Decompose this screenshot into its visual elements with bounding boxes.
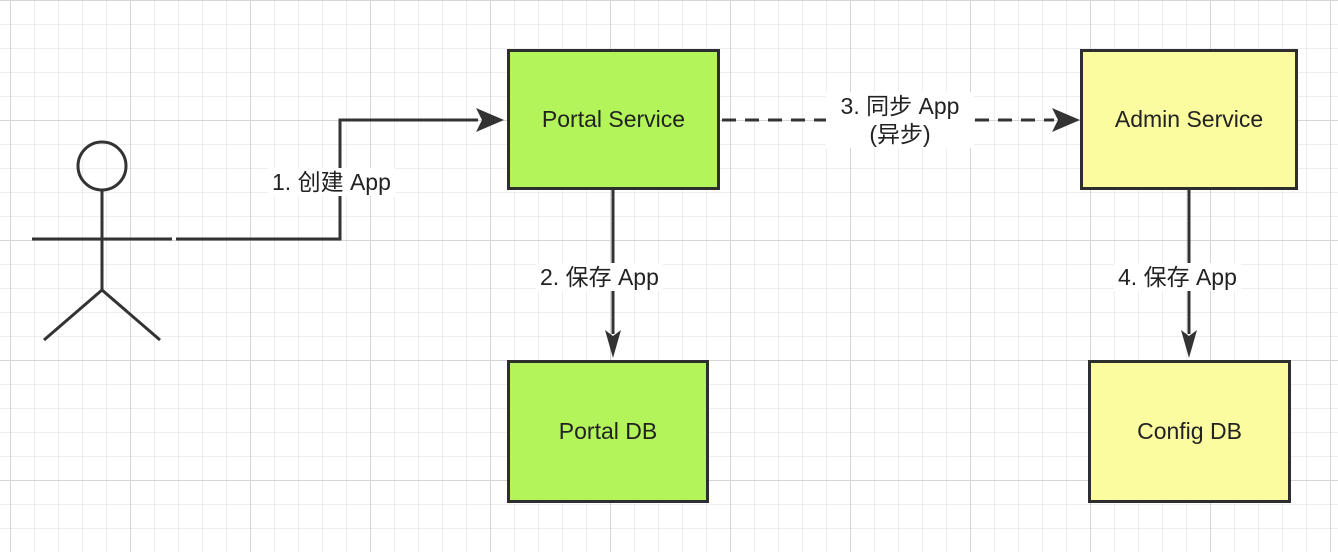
actor-right-leg: [101, 288, 161, 342]
actor-head: [76, 140, 128, 192]
arrowhead: [1181, 330, 1197, 358]
arrowhead: [1052, 108, 1080, 132]
edge-label-save-portal: 2. 保存 App: [536, 263, 663, 291]
edge-label-sync-app: 3. 同步 App (异步): [826, 92, 974, 148]
admin-service-node[interactable]: Admin Service: [1080, 49, 1298, 190]
edge-save-config: [1181, 190, 1197, 358]
edge-label-sync-app-line2: (异步): [869, 121, 931, 147]
arrowhead: [605, 330, 621, 358]
actor-left-leg: [43, 288, 103, 342]
config-db-label: Config DB: [1137, 418, 1242, 444]
edge-save-portal: [605, 190, 621, 358]
edge-label-save-config: 4. 保存 App: [1114, 263, 1241, 291]
arrowhead: [476, 108, 504, 132]
actor-icon: [32, 140, 172, 342]
portal-service-node[interactable]: Portal Service: [507, 49, 720, 190]
admin-service-label: Admin Service: [1114, 106, 1264, 132]
config-db-node[interactable]: Config DB: [1088, 360, 1291, 503]
portal-db-label: Portal DB: [558, 418, 658, 444]
edge-label-sync-app-line1: 3. 同步 App: [840, 93, 960, 119]
portal-db-node[interactable]: Portal DB: [507, 360, 709, 503]
portal-service-label: Portal Service: [541, 106, 686, 132]
edge-label-create-app: 1. 创建 App: [268, 168, 395, 196]
